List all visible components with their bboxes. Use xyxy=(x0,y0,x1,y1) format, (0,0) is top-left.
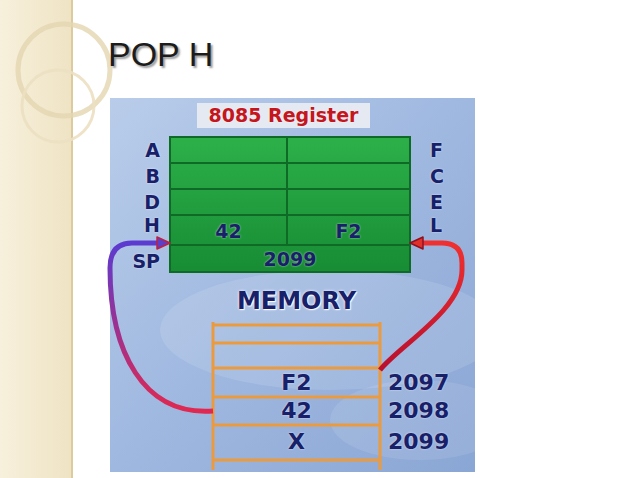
register-cell: A xyxy=(170,137,287,163)
register-name: D xyxy=(120,191,160,213)
register-cell: C xyxy=(287,163,410,189)
arrow-head xyxy=(410,237,423,249)
register-cell: D xyxy=(170,189,287,215)
memory-address: 2098 xyxy=(388,398,454,424)
register-header: 8085 Register xyxy=(197,103,370,130)
register-divider xyxy=(286,137,288,245)
header-text: 8085 Register xyxy=(197,103,370,128)
register-name: E xyxy=(430,191,470,213)
arrow-line xyxy=(380,243,462,370)
register-cell: E xyxy=(287,189,410,215)
cell-value: F2 xyxy=(213,370,380,396)
memory-address: 2097 xyxy=(388,370,454,396)
register-line xyxy=(170,162,410,164)
cell-value: X xyxy=(213,429,380,455)
curved-arrow xyxy=(110,237,213,411)
register-name: B xyxy=(120,165,160,187)
register-name: F xyxy=(430,139,470,161)
stack-pointer-cell: SP2099 xyxy=(170,245,410,272)
memory-line xyxy=(213,424,380,427)
arrow-head xyxy=(157,237,170,249)
register-cell: B xyxy=(170,163,287,189)
cell-value: 42 xyxy=(170,220,287,242)
header-plate xyxy=(197,103,370,128)
memory-cell: X2099 xyxy=(213,425,380,458)
memory-line xyxy=(213,367,380,370)
register-cell: F xyxy=(287,137,410,163)
memory-address: 2099 xyxy=(388,429,454,455)
cell-value: 2099 xyxy=(170,248,410,270)
register-block xyxy=(170,137,410,272)
register-name: L xyxy=(430,214,470,236)
side-band xyxy=(0,0,72,478)
curved-arrow xyxy=(380,237,462,370)
memory-cell: F22097 xyxy=(213,368,380,397)
label-holder: MEMORY xyxy=(213,286,380,316)
arrow-line xyxy=(110,243,213,411)
cell-value: F2 xyxy=(287,220,410,242)
register-name: H xyxy=(120,214,160,236)
memory-line xyxy=(213,342,380,345)
section-label: MEMORY xyxy=(213,286,380,316)
register-cell: F2L xyxy=(287,215,410,245)
memory-cell: 422098 xyxy=(213,397,380,425)
register-name: A xyxy=(120,139,160,161)
memory-line xyxy=(213,324,380,327)
register-line xyxy=(170,188,410,190)
cell-value: 42 xyxy=(213,398,380,424)
register-name: SP xyxy=(120,250,160,272)
register-cell: H42 xyxy=(170,215,287,245)
deco-ring xyxy=(22,70,94,142)
slide-title: POP H xyxy=(108,34,213,74)
register-name: C xyxy=(430,165,470,187)
title-holder: POP H xyxy=(108,34,213,74)
register-line xyxy=(170,244,410,246)
register-line xyxy=(170,214,410,216)
memory-line xyxy=(213,459,380,462)
